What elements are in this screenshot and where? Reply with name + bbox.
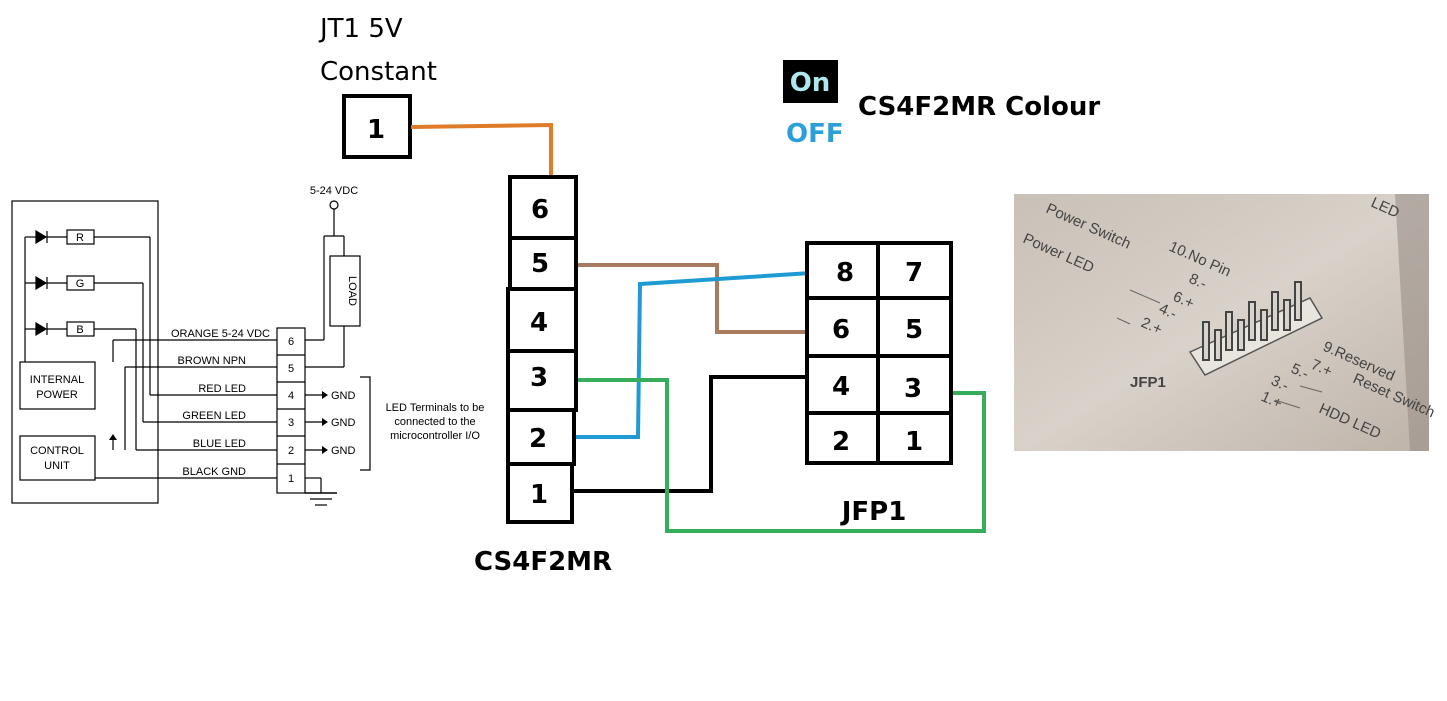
cs4f2mr-title: CS4F2MR [474, 547, 612, 577]
jfp1-pin-6: 6 [832, 315, 850, 345]
gnd-label-4: GND [331, 390, 356, 402]
terminal-strip [276, 327, 306, 494]
terminal-6: 6 [288, 336, 294, 348]
internal-power-box [19, 361, 96, 410]
wire-label-green: GREEN LED [182, 410, 246, 422]
jfp1-pin-4: 4 [832, 372, 850, 402]
note-line3: microcontroller I/O [390, 430, 480, 442]
led-g-label: G [76, 278, 85, 290]
jfp1-pin-1: 1 [905, 427, 923, 457]
jfp1-pin-8: 8 [836, 258, 854, 288]
terminal-1: 1 [288, 473, 294, 485]
cs4f2mr-pin-box-2 [506, 408, 576, 466]
cs4f2mr-pin-box-6 [508, 175, 578, 240]
wire-label-red: RED LED [198, 383, 246, 395]
wires [410, 122, 986, 533]
load-label: LOAD [346, 276, 358, 306]
wire-label-orange: ORANGE 5-24 VDC [171, 328, 270, 340]
photo-pin-3: 3.- [1268, 372, 1291, 395]
legend-off-label: OFF [786, 119, 844, 149]
led-diode-r [35, 229, 48, 245]
internal-power-line2: POWER [36, 389, 78, 401]
jt1-pin-1: 1 [367, 115, 385, 145]
note-line2: connected to the [394, 416, 475, 428]
photo-pin-4: 4.- [1156, 300, 1179, 323]
legend-on-swatch [783, 60, 838, 103]
supply-label: 5-24 VDC [310, 185, 358, 197]
cs4f2mr-connector [506, 175, 578, 524]
sensor-housing [11, 200, 159, 504]
jfp1-connector [805, 241, 953, 465]
jt1-title-line2: Constant [320, 57, 437, 87]
wire-label-blue: BLUE LED [193, 438, 246, 450]
photo-title: JFP1 [1130, 374, 1166, 391]
terminal-5: 5 [288, 363, 294, 375]
cs4f2mr-pin-box-4 [506, 287, 578, 353]
photo-pin-5: 5.- [1288, 360, 1311, 383]
wire-green [578, 378, 986, 533]
cs4f2mr-pin-box-1 [506, 462, 574, 524]
jfp1-title: JFP1 [840, 497, 907, 527]
led-diode-b [35, 321, 48, 337]
led-r-label: R [76, 232, 84, 244]
pin-header [1188, 281, 1324, 376]
terminal-2: 2 [288, 445, 294, 457]
wire-orange [410, 122, 553, 177]
control-unit-line2: UNIT [44, 460, 70, 472]
led-diode-g [35, 275, 48, 291]
cs4f2mr-pin-2: 2 [529, 424, 547, 454]
cs4f2mr-pin-3: 3 [530, 363, 548, 393]
photo-pin-8: 8.- [1186, 270, 1209, 293]
jfp1-pin-2: 2 [832, 427, 850, 457]
wire-blue [566, 270, 828, 439]
wire-label-black: BLACK GND [182, 466, 246, 478]
note-line1: LED Terminals to be [386, 402, 485, 414]
jfp1-pin-3: 3 [904, 374, 922, 404]
wire-brown [574, 263, 808, 334]
wire-label-brown: BROWN NPN [178, 355, 247, 367]
legend-title: CS4F2MR Colour [858, 92, 1100, 122]
jfp1-photo: Power Switch Power LED 10.No Pin 8.- 6.+… [1014, 194, 1437, 451]
wire-black [566, 375, 825, 493]
legend-on-label: On [790, 68, 831, 98]
led-b-label: B [76, 324, 83, 336]
cs4f2mr-pin-6: 6 [531, 195, 549, 225]
load-box [329, 255, 361, 327]
internal-power-line1: INTERNAL [30, 374, 84, 386]
jfp1-pin-7: 7 [905, 258, 923, 288]
jt1-title-line1: JT1 5V [318, 14, 403, 44]
terminal-3: 3 [288, 417, 294, 429]
terminal-4: 4 [288, 390, 294, 402]
control-unit-box [19, 435, 96, 481]
sensor-schematic [11, 200, 371, 506]
cs4f2mr-pin-5: 5 [531, 249, 549, 279]
gnd-label-2: GND [331, 445, 356, 457]
control-unit-line1: CONTROL [30, 445, 84, 457]
jt1-pin-box [342, 94, 412, 159]
jfp1-pin-5: 5 [905, 315, 923, 345]
cs4f2mr-pin-4: 4 [530, 308, 548, 338]
gnd-label-3: GND [331, 417, 356, 429]
cs4f2mr-pin-1: 1 [530, 480, 548, 510]
